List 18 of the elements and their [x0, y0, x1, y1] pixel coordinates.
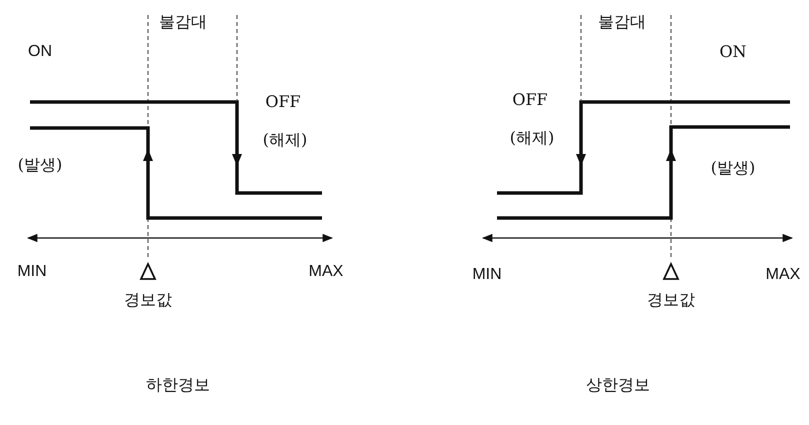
axis-max-label: MAX: [766, 266, 800, 284]
axis-min-label: MIN: [17, 263, 47, 281]
state-label: ON: [28, 43, 52, 61]
state-label: OFF: [512, 91, 548, 109]
axis-min-label: MIN: [472, 266, 502, 284]
alarm-value-label: 경보값: [647, 291, 695, 309]
state-label: ON: [719, 43, 747, 61]
state-label: (해제): [510, 129, 554, 147]
dead-band-label: 불감대: [159, 13, 207, 31]
panel-title: 하한경보: [146, 376, 210, 394]
axis-max-label: MAX: [308, 263, 344, 281]
state-label: (해제): [262, 131, 308, 149]
alarm-value-label: 경보값: [124, 291, 172, 309]
panel-title: 상한경보: [586, 376, 650, 394]
state-label: (발생): [710, 159, 756, 177]
state-label: OFF: [265, 93, 301, 111]
dead-band-label: 불감대: [598, 13, 646, 31]
state-label: (발생): [18, 156, 62, 174]
